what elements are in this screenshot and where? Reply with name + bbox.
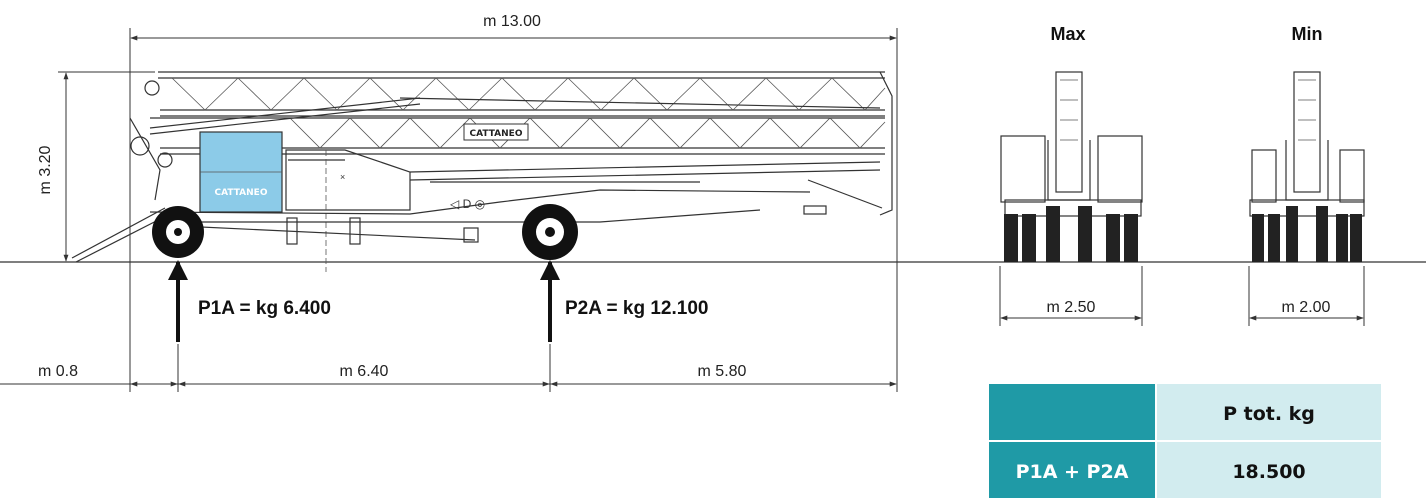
weight-table: P tot. kg P1A + P2A 18.500 [989,384,1381,498]
front-view-min: Min m 2.00 [1248,24,1365,326]
width-min-label: m 2.00 [1282,299,1331,316]
crane-side-view: CATTANEO × ◁ D ◎ CATTANEO [71,71,893,272]
overall-length-dimension: m 13.00 [129,13,898,262]
table-corner-cell [989,384,1155,440]
rear-overhang-label: m 0.8 [38,363,78,380]
height-label: m 3.20 [37,145,54,194]
front-axle-load: P2A = kg 12.100 [540,260,708,342]
front-overhang-label: m 5.80 [698,363,747,380]
rear-wheel [152,206,204,258]
rear-axle-load: P1A = kg 6.400 [168,260,331,342]
min-view-label: Min [1292,24,1323,44]
width-max-label: m 2.50 [1047,299,1096,316]
upper-jib [158,71,886,117]
front-view-max: Max m 2.50 [999,24,1143,326]
table-row-label-cell [989,442,1155,498]
table-header: P tot. kg [1223,403,1315,425]
height-dimension: m 3.20 [37,71,155,262]
table-header-cell [1157,384,1381,440]
table-row-label: P1A + P2A [1016,461,1129,483]
cab-brand-label: CATTANEO [215,188,268,198]
bottom-dimensions: m 0.8 m 6.40 m 5.80 [0,262,898,392]
rear-axle-load-label: P1A = kg 6.400 [198,298,331,319]
table-row-value: 18.500 [1232,461,1305,483]
overall-length-label: m 13.00 [483,13,541,30]
table-row-value-cell [1157,442,1381,498]
front-axle-load-label: P2A = kg 12.100 [565,298,708,319]
svg-text:◁ D ◎: ◁ D ◎ [450,197,485,211]
front-wheel [522,204,578,260]
wheelbase-label: m 6.40 [340,363,389,380]
svg-text:×: × [340,172,345,182]
max-view-label: Max [1050,24,1085,44]
jib-brand-label: CATTANEO [470,129,523,139]
